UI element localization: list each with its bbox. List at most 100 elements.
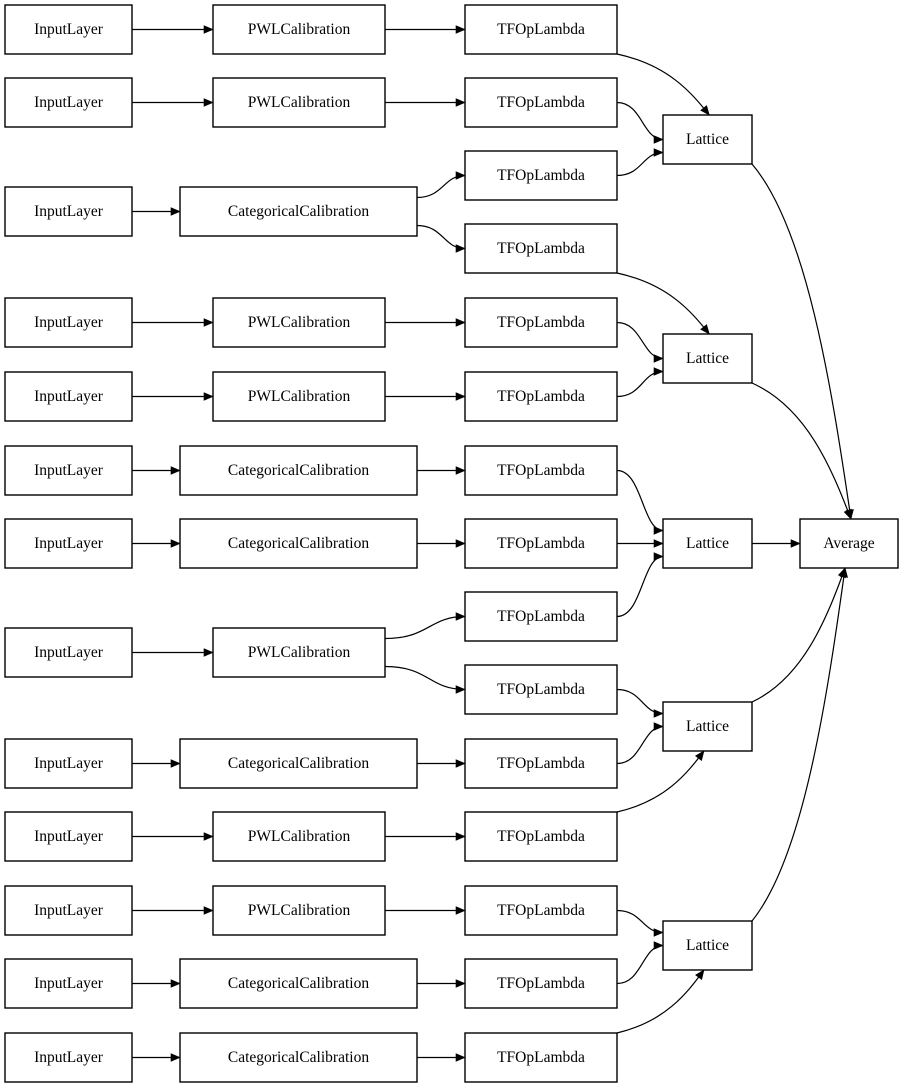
node-input-layer-in13[interactable]: InputLayer <box>4 1032 133 1083</box>
arrow-head-icon <box>839 567 848 578</box>
node-input-layer-in6[interactable]: InputLayer <box>4 445 133 496</box>
node-tfop-lambda-op1[interactable]: TFOpLambda <box>464 4 618 55</box>
node-box <box>464 297 618 348</box>
node-lattice-lat2[interactable]: Lattice <box>662 333 753 384</box>
arrow-head-icon <box>694 750 705 761</box>
arrow-head-icon <box>170 979 181 988</box>
node-box <box>662 920 753 971</box>
node-box <box>212 297 386 348</box>
node-box <box>464 371 618 422</box>
node-tfop-lambda-op13[interactable]: TFOpLambda <box>464 885 618 936</box>
node-pwlcalibration-cal1[interactable]: PWLCalibration <box>212 4 386 55</box>
node-categorical-calibration-cal12[interactable]: CategoricalCalibration <box>179 958 418 1009</box>
node-categorical-calibration-cal3[interactable]: CategoricalCalibration <box>179 186 418 237</box>
node-tfop-lambda-op14[interactable]: TFOpLambda <box>464 958 618 1009</box>
edge-op4-to-lat2 <box>616 272 710 335</box>
arrow-head-icon <box>203 906 214 915</box>
arrow-head-icon <box>455 1053 466 1062</box>
node-label: CategoricalCalibration <box>228 462 369 479</box>
arrow-head-icon <box>455 171 466 180</box>
node-label: TFOpLambda <box>497 388 585 405</box>
node-box <box>4 958 133 1009</box>
node-tfop-lambda-op5[interactable]: TFOpLambda <box>464 297 618 348</box>
node-input-layer-in5[interactable]: InputLayer <box>4 371 133 422</box>
node-tfop-lambda-op12[interactable]: TFOpLambda <box>464 811 618 862</box>
edge-op14-to-lat5 <box>616 944 664 985</box>
node-box <box>212 4 386 55</box>
edge-op9-to-lat3 <box>616 555 664 618</box>
edge-cal8-to-op10 <box>384 665 466 691</box>
node-tfop-lambda-op2[interactable]: TFOpLambda <box>464 77 618 128</box>
node-pwlcalibration-cal4[interactable]: PWLCalibration <box>212 297 386 348</box>
arrow-head-icon <box>170 539 181 548</box>
node-box <box>4 445 133 496</box>
node-box <box>4 4 133 55</box>
node-lattice-lat5[interactable]: Lattice <box>662 920 753 971</box>
node-tfop-lambda-op8[interactable]: TFOpLambda <box>464 518 618 569</box>
node-tfop-lambda-op3[interactable]: TFOpLambda <box>464 150 618 201</box>
edge-cal8-to-op9 <box>384 615 466 640</box>
arrow-head-icon <box>653 354 664 363</box>
arrow-head-icon <box>653 709 664 718</box>
node-box <box>4 811 133 862</box>
node-input-layer-in3[interactable]: InputLayer <box>4 186 133 237</box>
node-box <box>4 371 133 422</box>
node-tfop-lambda-op6[interactable]: TFOpLambda <box>464 371 618 422</box>
arrow-head-icon <box>455 25 466 34</box>
arrow-head-icon <box>700 324 710 335</box>
node-input-layer-in11[interactable]: InputLayer <box>4 885 133 936</box>
node-average-avg[interactable]: Average <box>799 518 899 569</box>
node-lattice-lat4[interactable]: Lattice <box>662 701 753 752</box>
node-pwlcalibration-cal8[interactable]: PWLCalibration <box>212 627 386 678</box>
node-label: TFOpLambda <box>497 240 585 257</box>
node-tfop-lambda-op7[interactable]: TFOpLambda <box>464 445 618 496</box>
arrow-head-icon <box>203 25 214 34</box>
node-tfop-lambda-op10[interactable]: TFOpLambda <box>464 664 618 715</box>
arrow-head-icon <box>653 148 664 157</box>
node-box <box>212 371 386 422</box>
node-label: InputLayer <box>34 644 104 661</box>
node-pwlcalibration-cal5[interactable]: PWLCalibration <box>212 371 386 422</box>
node-lattice-lat3[interactable]: Lattice <box>662 518 753 569</box>
node-box <box>464 223 618 274</box>
arrow-head-icon <box>653 526 664 535</box>
node-pwlcalibration-cal11[interactable]: PWLCalibration <box>212 885 386 936</box>
node-label: PWLCalibration <box>248 388 351 405</box>
node-categorical-calibration-cal13[interactable]: CategoricalCalibration <box>179 1032 418 1083</box>
edge-lat4-to-avg <box>751 567 846 703</box>
edge-op12-to-lat4 <box>616 750 705 813</box>
node-lattice-lat1[interactable]: Lattice <box>662 114 753 165</box>
arrow-head-icon <box>843 508 852 520</box>
node-categorical-calibration-cal6[interactable]: CategoricalCalibration <box>179 445 418 496</box>
edge-op5-to-lat2 <box>616 321 664 360</box>
arrow-head-icon <box>203 318 214 327</box>
node-input-layer-in7[interactable]: InputLayer <box>4 518 133 569</box>
node-input-layer-in4[interactable]: InputLayer <box>4 297 133 348</box>
arrow-head-icon <box>455 906 466 915</box>
node-tfop-lambda-op15[interactable]: TFOpLambda <box>464 1032 618 1083</box>
node-pwlcalibration-cal10[interactable]: PWLCalibration <box>212 811 386 862</box>
node-input-layer-in2[interactable]: InputLayer <box>4 77 133 128</box>
node-box <box>662 114 753 165</box>
node-label: TFOpLambda <box>497 755 585 772</box>
node-label: CategoricalCalibration <box>228 755 369 772</box>
node-tfop-lambda-op9[interactable]: TFOpLambda <box>464 591 618 642</box>
node-categorical-calibration-cal9[interactable]: CategoricalCalibration <box>179 738 418 789</box>
edge-op13-to-lat5 <box>616 909 664 934</box>
node-input-layer-in12[interactable]: InputLayer <box>4 958 133 1009</box>
node-input-layer-in9[interactable]: InputLayer <box>4 738 133 789</box>
node-tfop-lambda-op11[interactable]: TFOpLambda <box>464 738 618 789</box>
node-pwlcalibration-cal2[interactable]: PWLCalibration <box>212 77 386 128</box>
node-input-layer-in8[interactable]: InputLayer <box>4 627 133 678</box>
node-box <box>464 445 618 496</box>
node-input-layer-in1[interactable]: InputLayer <box>4 4 133 55</box>
node-label: InputLayer <box>34 755 104 772</box>
node-categorical-calibration-cal7[interactable]: CategoricalCalibration <box>179 518 418 569</box>
node-label: Lattice <box>686 937 729 954</box>
node-input-layer-in10[interactable]: InputLayer <box>4 811 133 862</box>
node-layer: InputLayerInputLayerInputLayerInputLayer… <box>4 4 899 1083</box>
node-tfop-lambda-op4[interactable]: TFOpLambda <box>464 223 618 274</box>
node-label: TFOpLambda <box>497 828 585 845</box>
edge-op7-to-lat3 <box>616 469 664 532</box>
